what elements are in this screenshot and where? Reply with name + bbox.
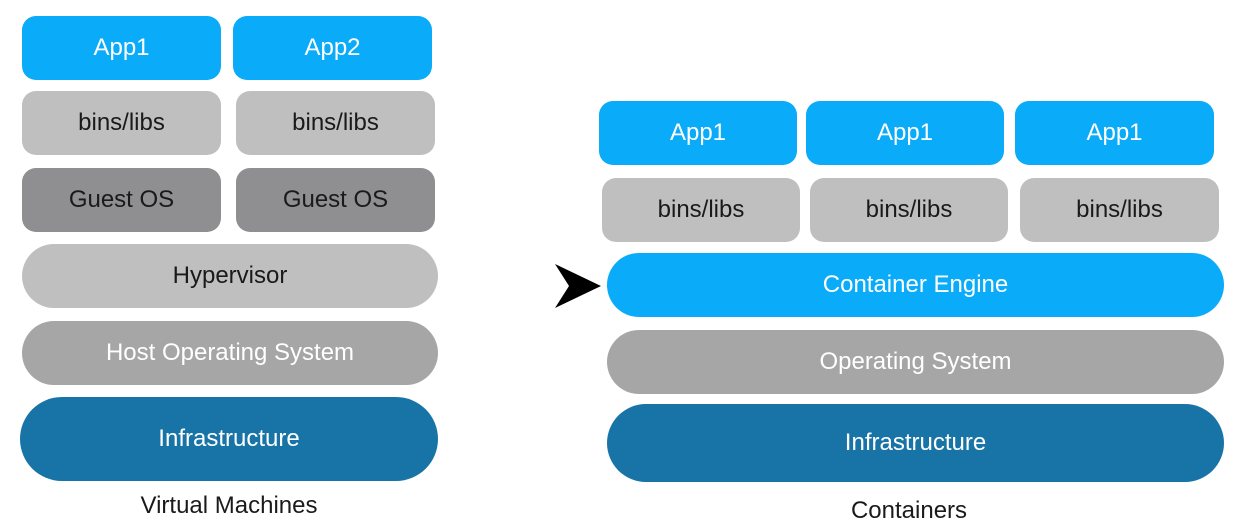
vm-guest-os-box-1: Guest OS [22,168,221,232]
vm-infrastructure-layer: Infrastructure [20,397,438,481]
container-app1-box-2: App1 [806,101,1004,165]
container-bins-libs-box-1: bins/libs [602,178,800,242]
host-os-layer: Host Operating System [22,321,438,385]
container-engine-layer: Container Engine [607,253,1224,317]
vm-caption: Virtual Machines [140,492,318,519]
vm-bins-libs-box-2: bins/libs [236,91,435,155]
container-bins-libs-box-3: bins/libs [1020,178,1219,242]
container-app1-box-3: App1 [1015,101,1214,165]
arrow-pointer-icon [555,264,601,308]
container-bins-libs-box-2: bins/libs [810,178,1008,242]
hypervisor-layer: Hypervisor [22,244,438,308]
container-os-layer: Operating System [607,330,1224,394]
vm-app1-box: App1 [22,16,221,80]
container-app1-box-1: App1 [599,101,797,165]
vm-guest-os-box-2: Guest OS [236,168,435,232]
vm-app2-box: App2 [233,16,432,80]
container-infrastructure-layer: Infrastructure [607,404,1224,482]
vm-bins-libs-box-1: bins/libs [22,91,221,155]
containers-caption: Containers [850,497,968,524]
